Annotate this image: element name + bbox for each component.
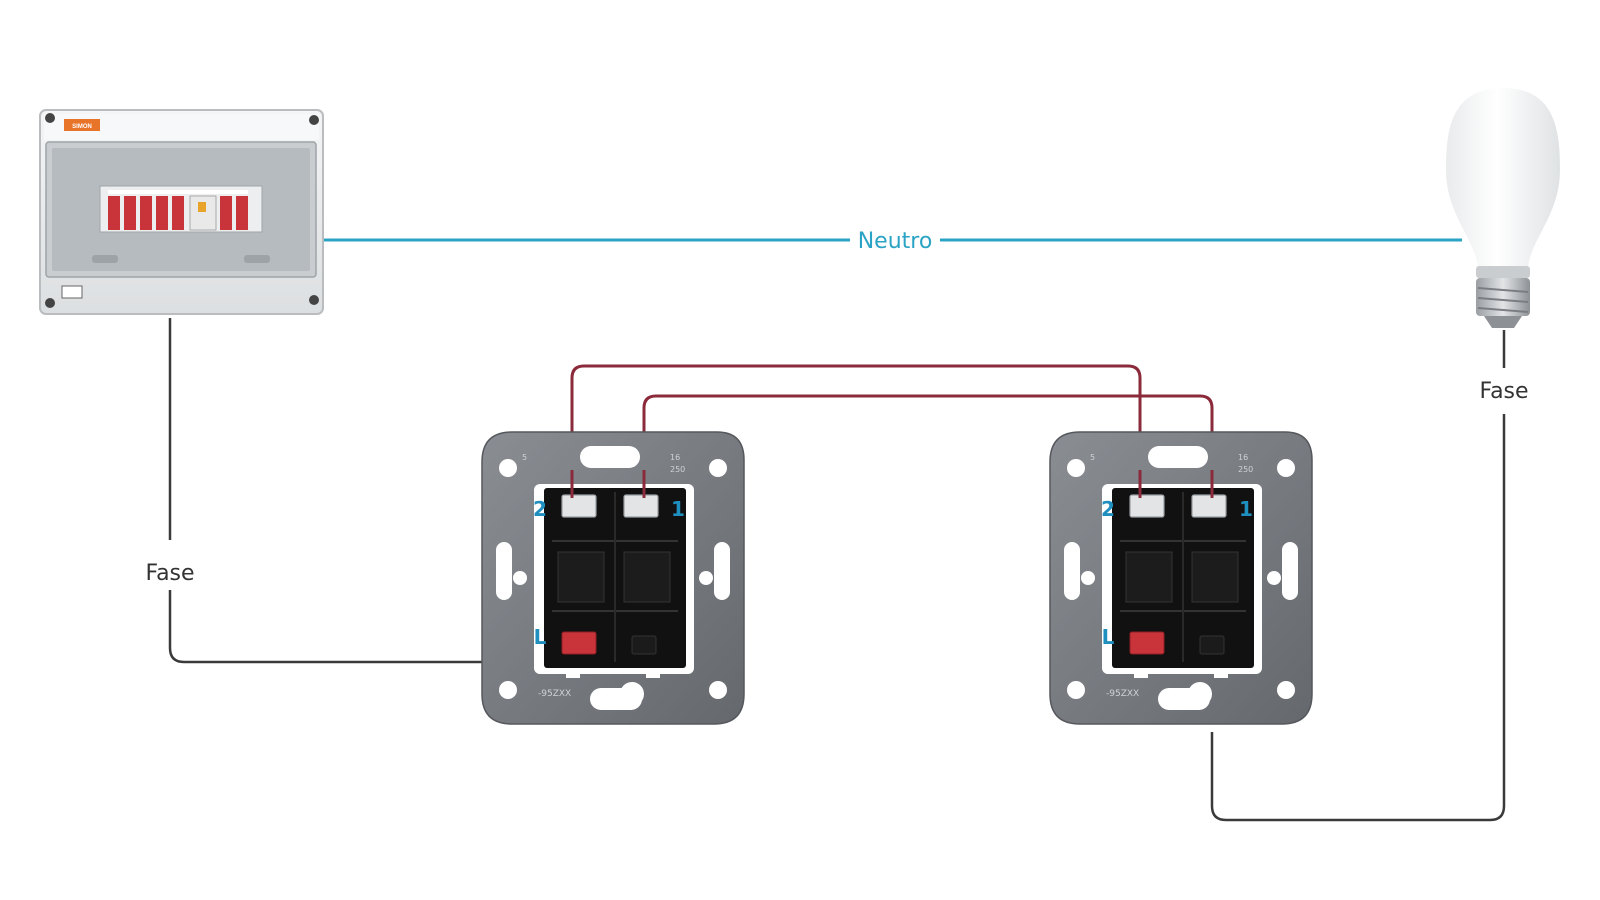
switch-right-terminal-2: 2 bbox=[1101, 497, 1115, 521]
phase-wire-right bbox=[1210, 330, 1506, 822]
three-way-switch-icon bbox=[1049, 431, 1313, 725]
switch-right-model: -95ZXX bbox=[1106, 689, 1139, 699]
switch-left-terminal-l: L bbox=[534, 625, 547, 649]
phase-label-right: Fase bbox=[1479, 379, 1528, 404]
switch-right-terminal-l: L bbox=[1102, 625, 1115, 649]
neutral-label: Neutro bbox=[858, 229, 933, 254]
light-bulb-icon bbox=[1446, 88, 1560, 328]
electrical-panel-icon: SIMON bbox=[39, 109, 324, 315]
phase-label-left: Fase bbox=[145, 561, 194, 586]
panel-brand-label: SIMON bbox=[72, 124, 92, 130]
switch-left: 2 1 L -95ZXX bbox=[481, 431, 745, 725]
three-way-switch-icon bbox=[481, 431, 745, 725]
traveler-wire-inner bbox=[642, 394, 1214, 488]
switch-right-terminal-1: 1 bbox=[1239, 497, 1253, 521]
switch-left-model: -95ZXX bbox=[538, 689, 571, 699]
switch-left-terminal-2: 2 bbox=[533, 497, 547, 521]
switch-left-terminal-1: 1 bbox=[671, 497, 685, 521]
traveler-wire-outer bbox=[570, 364, 1142, 488]
phase-wire-left bbox=[168, 318, 555, 664]
switch-right: 2 1 L -95ZXX bbox=[1049, 431, 1313, 725]
breaker-row bbox=[108, 190, 248, 231]
